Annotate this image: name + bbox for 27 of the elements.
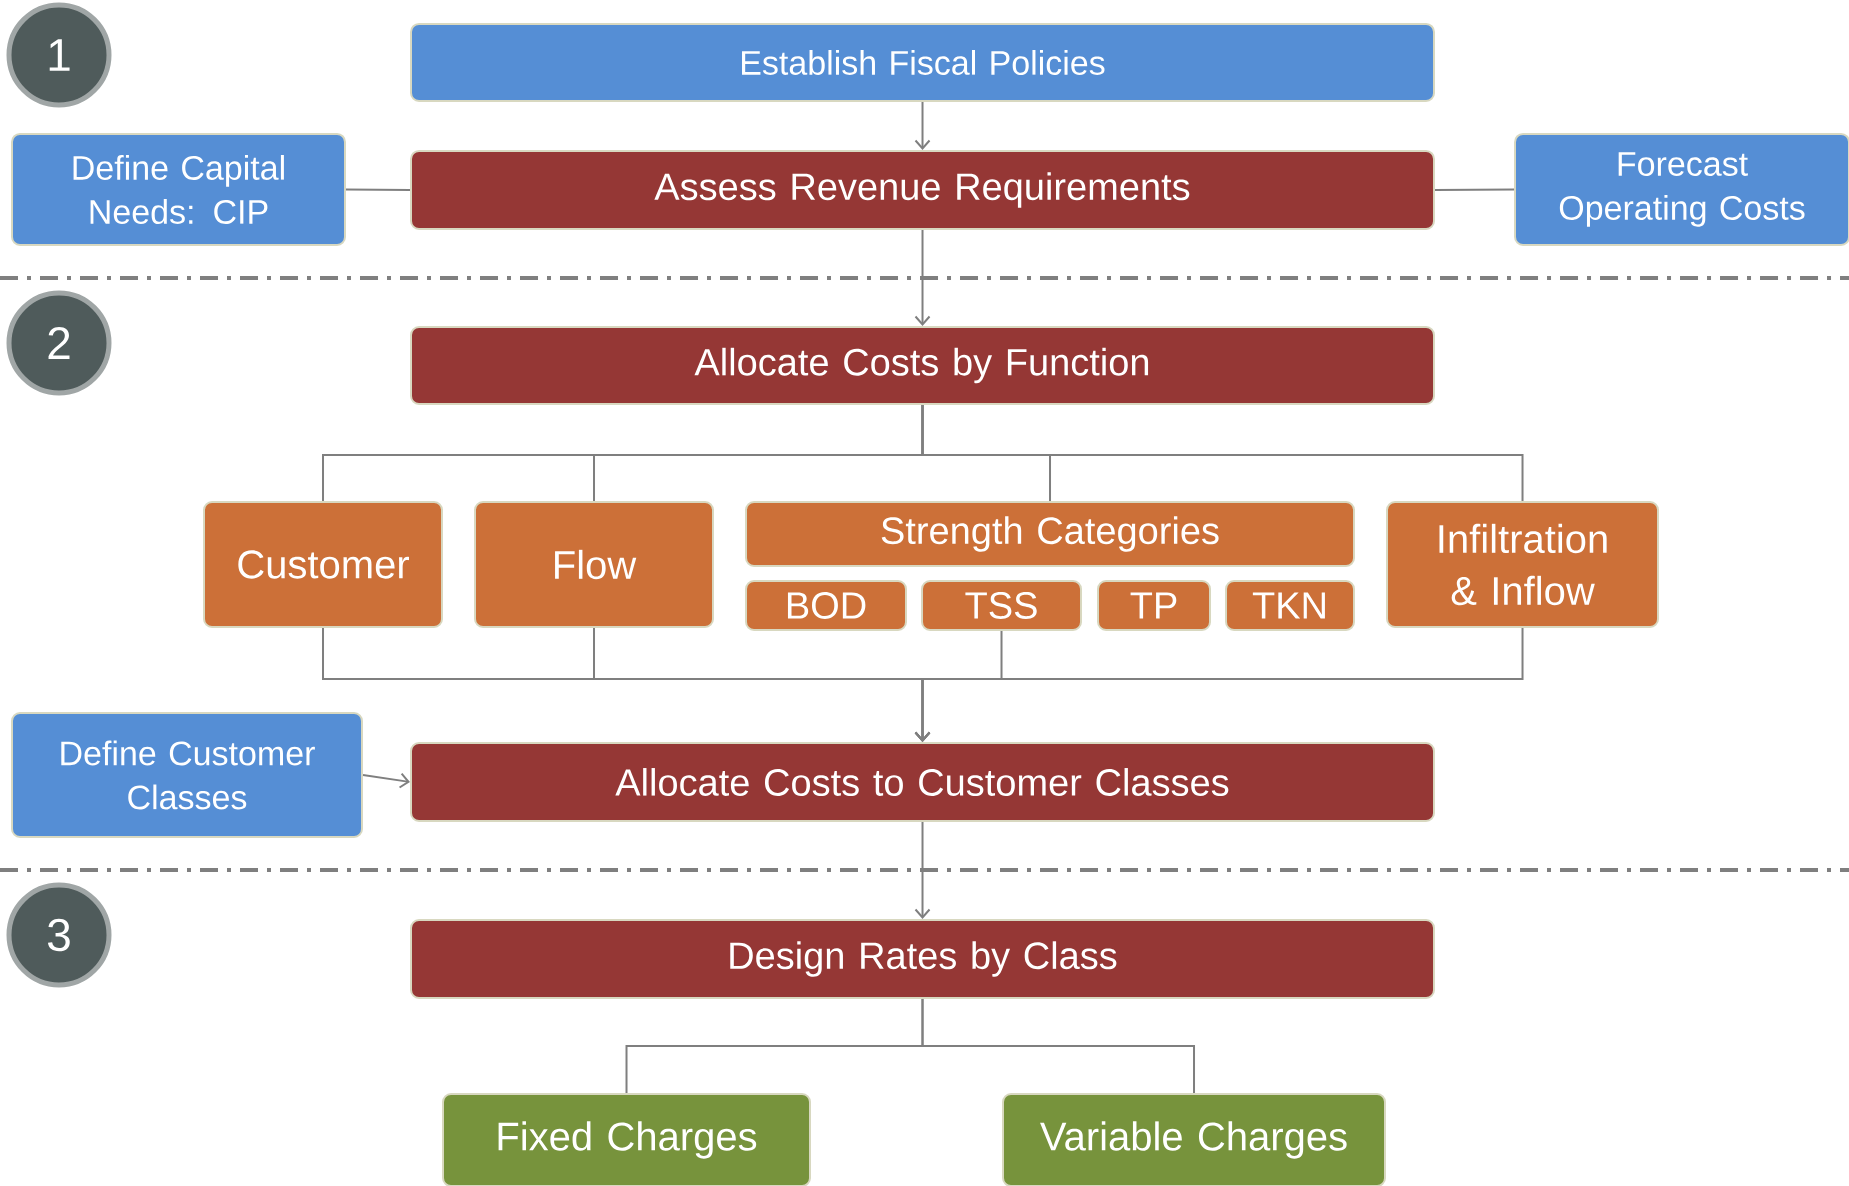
process-box: TSS [921, 580, 1082, 631]
connector [914, 821, 931, 919]
process-box: Customer [203, 501, 443, 628]
process-box: BOD [745, 580, 907, 631]
connector [345, 188, 411, 191]
process-box: Flow [474, 501, 714, 628]
process-box: Define Customer Classes [11, 712, 363, 838]
connector [914, 101, 931, 150]
process-box: Establish Fiscal Policies [410, 23, 1435, 102]
process-box: Strength Categories [745, 501, 1355, 567]
process-box: Forecast Operating Costs [1514, 133, 1849, 246]
connector [921, 404, 1524, 502]
process-box: Allocate Costs by Function [410, 326, 1435, 405]
process-box: Variable Charges [1002, 1093, 1386, 1186]
process-box: Define Capital Needs: CIP [11, 133, 346, 246]
connector [921, 998, 1195, 1094]
process-box: Assess Revenue Requirements [410, 150, 1435, 230]
connector [914, 627, 1524, 742]
connector [362, 772, 410, 789]
process-box: Design Rates by Class [410, 919, 1435, 999]
connector [914, 229, 931, 326]
process-box: Fixed Charges [442, 1093, 811, 1186]
process-box: Allocate Costs to Customer Classes [410, 742, 1435, 822]
connector [1434, 188, 1515, 191]
process-box: TP [1097, 580, 1211, 631]
process-box: TKN [1225, 580, 1355, 631]
process-box: Infiltration & Inflow [1386, 501, 1659, 628]
